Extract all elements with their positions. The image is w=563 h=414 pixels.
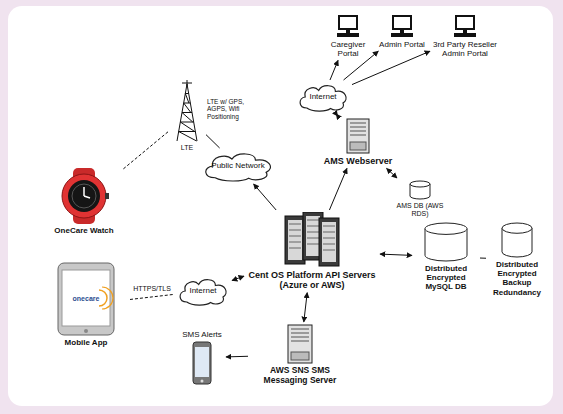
icon-graphic	[452, 14, 478, 38]
network-cloud: Internet	[176, 276, 230, 306]
smart-watch: OneCare Watch	[48, 168, 120, 235]
icon: onecare	[57, 262, 115, 336]
database-cylinder: Distributed Encrypted Backup Redundancy	[488, 222, 546, 297]
icon-graphic	[501, 222, 533, 258]
node-label: onecare	[73, 295, 100, 303]
network-cloud: Internet	[296, 82, 350, 112]
icon-graphic	[346, 118, 370, 154]
icon	[175, 80, 199, 142]
cloud-label: Internet	[183, 286, 222, 295]
icon-graphic	[389, 14, 415, 38]
cloud-label: Public Network	[205, 161, 270, 170]
api-server-cluster: Cent OS Platform API Servers (Azure or A…	[246, 212, 378, 291]
node-label: AMS Webserver	[318, 156, 398, 166]
network-cloud: Public Network	[200, 150, 276, 182]
icon-graphic	[335, 14, 361, 38]
node-label: AMS DB (AWS RDS)	[392, 202, 448, 218]
icon-graphic	[409, 180, 431, 200]
connector	[387, 168, 398, 178]
node-label: Caregiver Portal	[322, 40, 374, 58]
icon	[335, 14, 361, 38]
icon	[389, 14, 415, 38]
icon	[192, 341, 212, 385]
edge-label: HTTPS/TLS	[131, 285, 173, 293]
icon	[59, 168, 109, 224]
portal-computer: Admin Portal	[376, 14, 428, 49]
connector	[352, 51, 430, 84]
icon	[346, 118, 370, 154]
note-label: LTE w/ GPS, AGPS, Wifi Positioning	[207, 98, 259, 120]
icon	[283, 212, 341, 268]
icon-graphic	[175, 80, 199, 142]
icon-graphic	[424, 222, 468, 262]
icon	[287, 324, 313, 364]
icon-graphic	[59, 168, 109, 224]
connector	[480, 258, 486, 259]
connector	[304, 293, 307, 322]
database-cylinder: Distributed Encrypted MySQL DB	[414, 222, 478, 292]
node-label: Distributed Encrypted MySQL DB	[414, 264, 478, 292]
sms-server: AWS SNS SMS Messaging Server	[250, 324, 350, 386]
sms-phone: SMS Alerts	[180, 330, 224, 385]
connector	[226, 356, 248, 358]
icon-graphic	[287, 324, 313, 364]
connector	[336, 114, 338, 116]
web-server: AMS Webserver	[318, 118, 398, 166]
connector	[254, 184, 277, 210]
node-label: SMS Alerts	[180, 330, 224, 339]
connector	[380, 254, 412, 255]
icon	[501, 222, 533, 258]
node-label: LTE	[170, 144, 204, 152]
node-label: Distributed Encrypted Backup Redundancy	[488, 260, 546, 297]
portal-computer: Caregiver Portal	[322, 14, 374, 58]
node-label: Cent OS Platform API Servers (Azure or A…	[246, 270, 378, 291]
node-label: Mobile App	[44, 338, 128, 347]
database-cylinder: AMS DB (AWS RDS)	[392, 180, 448, 218]
connector	[130, 294, 174, 299]
node-label: 3rd Party Reseller Admin Portal	[432, 40, 498, 58]
connector	[329, 168, 347, 210]
cloud-label: Internet	[303, 92, 342, 101]
connector	[206, 135, 220, 148]
node-label: OneCare Watch	[48, 226, 120, 235]
node-label: AWS SNS SMS Messaging Server	[250, 366, 350, 386]
icon	[409, 180, 431, 200]
connector	[122, 132, 168, 170]
icon-graphic	[192, 341, 212, 385]
node-label: Admin Portal	[376, 40, 428, 49]
connector	[330, 60, 338, 80]
portal-computer: 3rd Party Reseller Admin Portal	[432, 14, 498, 58]
icon	[452, 14, 478, 38]
icon-graphic	[283, 212, 341, 268]
icon-overlay: onecare	[57, 262, 115, 336]
mobile-phone: onecareMobile App	[44, 262, 128, 347]
icon	[424, 222, 468, 262]
connector	[232, 276, 244, 280]
cell-tower: LTE	[170, 80, 204, 152]
